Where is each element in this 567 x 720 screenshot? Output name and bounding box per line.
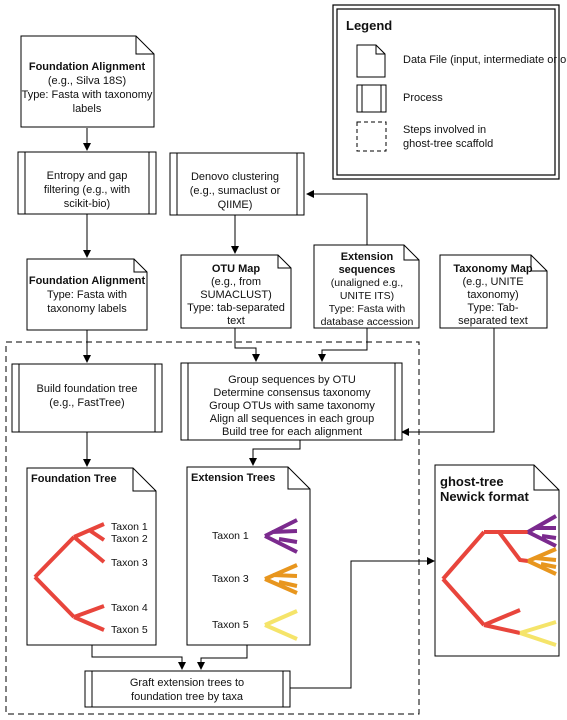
- file-text-line: labels: [73, 103, 102, 115]
- file-text-line: SUMACLUST): [200, 289, 272, 301]
- file-title: sequences: [339, 264, 396, 276]
- file-text-line: (e.g., Silva 18S): [48, 75, 126, 87]
- output-title: Newick format: [440, 489, 530, 504]
- file-title: Foundation Alignment: [29, 275, 146, 287]
- foundation-tree-shape: [33, 522, 106, 632]
- ghost-tree-shape: [441, 514, 557, 647]
- process-text-line: Group sequences by OTU: [228, 374, 356, 386]
- file-text-line: Type: Fasta with: [47, 289, 127, 301]
- file-text-line: separated text: [458, 315, 528, 327]
- ghost-tree-scaffold-region: [5, 341, 420, 715]
- taxon-label: Taxon 1: [111, 521, 148, 533]
- file-text-line: database accession: [321, 316, 414, 328]
- process-text-line: Build foundation tree: [37, 383, 138, 395]
- process-text-line: Determine consensus taxonomy: [213, 387, 371, 399]
- scaffold-steps-icon: [356, 121, 387, 152]
- extension-tree-branches: [264, 609, 298, 641]
- otu-map-file: OTU Map (e.g., from SUMACLUST) Type: tab…: [180, 254, 292, 329]
- file-text-line: taxonomy labels: [47, 303, 127, 315]
- process-text-line: filtering (e.g., with: [44, 184, 130, 196]
- process-text-line: scikit-bio): [64, 198, 110, 210]
- connectors: [83, 128, 495, 689]
- graft-extension-trees-process: Graft extension trees to foundation tree…: [84, 670, 291, 708]
- ghost-tree-scaffold-branches: [441, 530, 529, 635]
- taxon-label: Taxon 4: [111, 602, 148, 614]
- entropy-gap-filtering-process: Entropy and gap filtering (e.g., with sc…: [17, 151, 157, 215]
- file-text-line: text: [227, 315, 245, 327]
- process-text-line: (e.g., sumaclust or: [190, 185, 281, 197]
- extension-tree-taxon-5: [264, 609, 298, 641]
- file-title: Foundation Alignment: [29, 61, 146, 73]
- process-icon: [356, 84, 387, 113]
- legend-steps-line-2: ghost-tree scaffold: [403, 138, 493, 150]
- file-text-line: Type: tab-separated: [187, 302, 285, 314]
- file-text-line: Type: Tab-: [467, 302, 518, 314]
- ghost-tree-grafted-branches: [527, 547, 557, 576]
- legend-data-file-label: Data File (input, intermediate or output: [403, 54, 567, 66]
- taxon-label: Taxon 3: [111, 557, 148, 569]
- file-text-line: taxonomy): [467, 289, 518, 301]
- process-text-line: (e.g., FastTree): [49, 397, 124, 409]
- file-title: OTU Map: [212, 263, 261, 275]
- process-text-line: QIIME): [218, 199, 253, 211]
- foundation-tree-branches: [33, 522, 106, 632]
- file-title: Extension Trees: [191, 472, 275, 484]
- process-text-line: Build tree for each alignment: [222, 426, 362, 438]
- legend-process-label: Process: [403, 92, 443, 104]
- file-title: Taxonomy Map: [453, 263, 533, 275]
- legend: Legend Data File (input, intermediate or…: [332, 4, 567, 180]
- file-title: Extension: [341, 251, 394, 263]
- ghost-tree-grafted-branches: [527, 514, 557, 548]
- foundation-alignment-filtered-file: Foundation Alignment Type: Fasta with ta…: [26, 258, 148, 331]
- legend-steps-line-1: Steps involved in: [403, 124, 486, 136]
- taxon-label: Taxon 5: [212, 619, 249, 631]
- process-text-line: Graft extension trees to: [130, 677, 244, 689]
- data-file-icon: [356, 44, 386, 78]
- file-text-line: Type: Fasta with: [329, 303, 406, 315]
- extension-sequences-file: Extension sequences (unaligned e.g., UNI…: [313, 244, 420, 329]
- taxonomy-map-file: Taxonomy Map (e.g., UNITE taxonomy) Type…: [439, 254, 548, 329]
- file-title: Foundation Tree: [31, 473, 117, 485]
- taxon-label: Taxon 2: [111, 533, 148, 545]
- extension-tree-taxon-3: [264, 563, 298, 595]
- foundation-alignment-input-file: Foundation Alignment (e.g., Silva 18S) T…: [20, 35, 155, 128]
- process-text-line: Align all sequences in each group: [210, 413, 375, 425]
- foundation-tree-file: Foundation Tree Taxon 1 Taxon 2 Taxon 3 …: [26, 467, 157, 646]
- taxon-label: Taxon 5: [111, 624, 148, 636]
- ghost-tree-grafted-branches: [519, 620, 557, 647]
- file-text-line: Type: Fasta with taxonomy: [22, 89, 153, 101]
- process-text-line: foundation tree by taxa: [131, 691, 244, 703]
- extension-trees-file: Extension Trees Taxon 1 Taxon 3 Taxon 5: [186, 466, 311, 646]
- extension-tree-taxon-1: [264, 518, 298, 554]
- taxon-label: Taxon 1: [212, 530, 249, 542]
- output-title: ghost-tree: [440, 474, 504, 489]
- file-text-line: UNITE ITS): [340, 290, 394, 302]
- extension-tree-branches: [264, 563, 298, 595]
- extension-tree-branches: [264, 518, 298, 554]
- group-align-build-process: Group sequences by OTU Determine consens…: [180, 362, 403, 441]
- process-text-line: Denovo clustering: [191, 171, 279, 183]
- file-text-line: (unaligned e.g.,: [331, 277, 403, 289]
- process-text-line: Entropy and gap: [47, 170, 128, 182]
- ghost-tree-output-file: ghost-tree Newick format: [434, 464, 560, 657]
- taxon-label: Taxon 3: [212, 573, 249, 585]
- denovo-clustering-process: Denovo clustering (e.g., sumaclust or QI…: [169, 152, 305, 216]
- build-foundation-tree-process: Build foundation tree (e.g., FastTree): [11, 363, 163, 433]
- legend-title: Legend: [346, 18, 392, 33]
- file-text-line: (e.g., from: [211, 276, 261, 288]
- process-text-line: Group OTUs with same taxonomy: [209, 400, 375, 412]
- file-text-line: (e.g., UNITE: [462, 276, 523, 288]
